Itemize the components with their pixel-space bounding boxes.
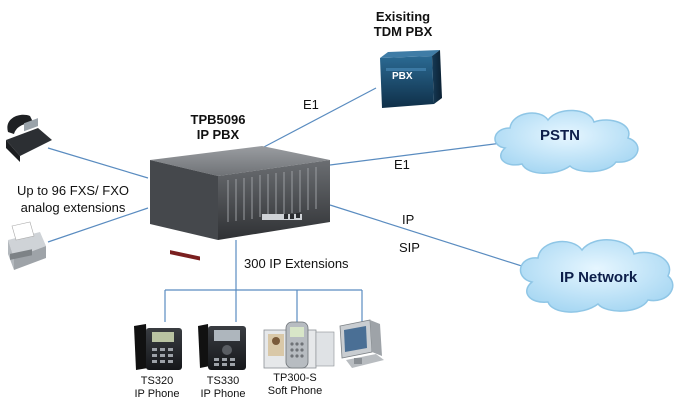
tdm-pbx-icon bbox=[380, 50, 442, 108]
fax-machine-icon bbox=[8, 221, 46, 270]
link-label-ip: IP bbox=[402, 212, 415, 227]
link-label-sip: SIP bbox=[399, 240, 420, 255]
device-ts330-type: IP Phone bbox=[200, 388, 246, 400]
device-ts330-model: TS330 bbox=[206, 375, 240, 387]
analog-extensions-label: Up to 96 FXS/ FXO analog extensions bbox=[4, 183, 142, 215]
device-label-tp300s: TP300-S Soft Phone bbox=[262, 372, 328, 398]
pbx-box-label: PBX bbox=[392, 71, 413, 82]
analog-extensions-line2: analog extensions bbox=[20, 200, 126, 215]
device-ts320-model: TS320 bbox=[140, 375, 174, 387]
device-ts320-type: IP Phone bbox=[134, 388, 180, 400]
ip-pbx-title: TPB5096 IP PBX bbox=[180, 112, 256, 142]
link-label-e1-top: E1 bbox=[303, 97, 319, 112]
device-tp300s-model: TP300-S bbox=[273, 372, 317, 384]
link-pbx-to-phone bbox=[47, 147, 149, 179]
device-label-ts330: TS330 IP Phone bbox=[196, 375, 250, 401]
tdm-pbx-title: Exisiting TDM PBX bbox=[360, 9, 446, 39]
tdm-pbx-title-line1: Exisiting bbox=[375, 9, 431, 24]
ip-pbx-title-line1: TPB5096 bbox=[190, 112, 246, 127]
link-label-e1-pstn: E1 bbox=[394, 157, 410, 172]
link-pbx-to-ip-network bbox=[329, 204, 529, 269]
analog-extensions-line1: Up to 96 FXS/ FXO bbox=[17, 183, 129, 198]
ip-extensions-label: 300 IP Extensions bbox=[244, 256, 349, 271]
link-pbx-to-tdm bbox=[261, 87, 377, 149]
pstn-label: PSTN bbox=[540, 127, 581, 144]
analog-phone-icon bbox=[6, 114, 52, 162]
connection-lines bbox=[47, 87, 529, 322]
ip-network-cloud-icon bbox=[519, 239, 674, 313]
device-label-ts320: TS320 IP Phone bbox=[130, 375, 184, 401]
ts320-phone-icon bbox=[134, 324, 182, 370]
ts330-phone-icon bbox=[198, 324, 246, 370]
tdm-pbx-title-line2: TDM PBX bbox=[373, 24, 433, 39]
link-pbx-to-fax bbox=[47, 207, 149, 243]
link-pbx-to-pstn bbox=[329, 142, 503, 166]
pc-icon bbox=[339, 319, 384, 368]
ip-pbx-rack-icon bbox=[150, 146, 330, 261]
ip-pbx-title-line2: IP PBX bbox=[196, 127, 240, 142]
soft-phone-icon bbox=[263, 321, 335, 369]
pstn-cloud-icon bbox=[494, 109, 639, 174]
ip-network-label: IP Network bbox=[560, 269, 638, 286]
device-tp300s-type: Soft Phone bbox=[267, 385, 323, 397]
